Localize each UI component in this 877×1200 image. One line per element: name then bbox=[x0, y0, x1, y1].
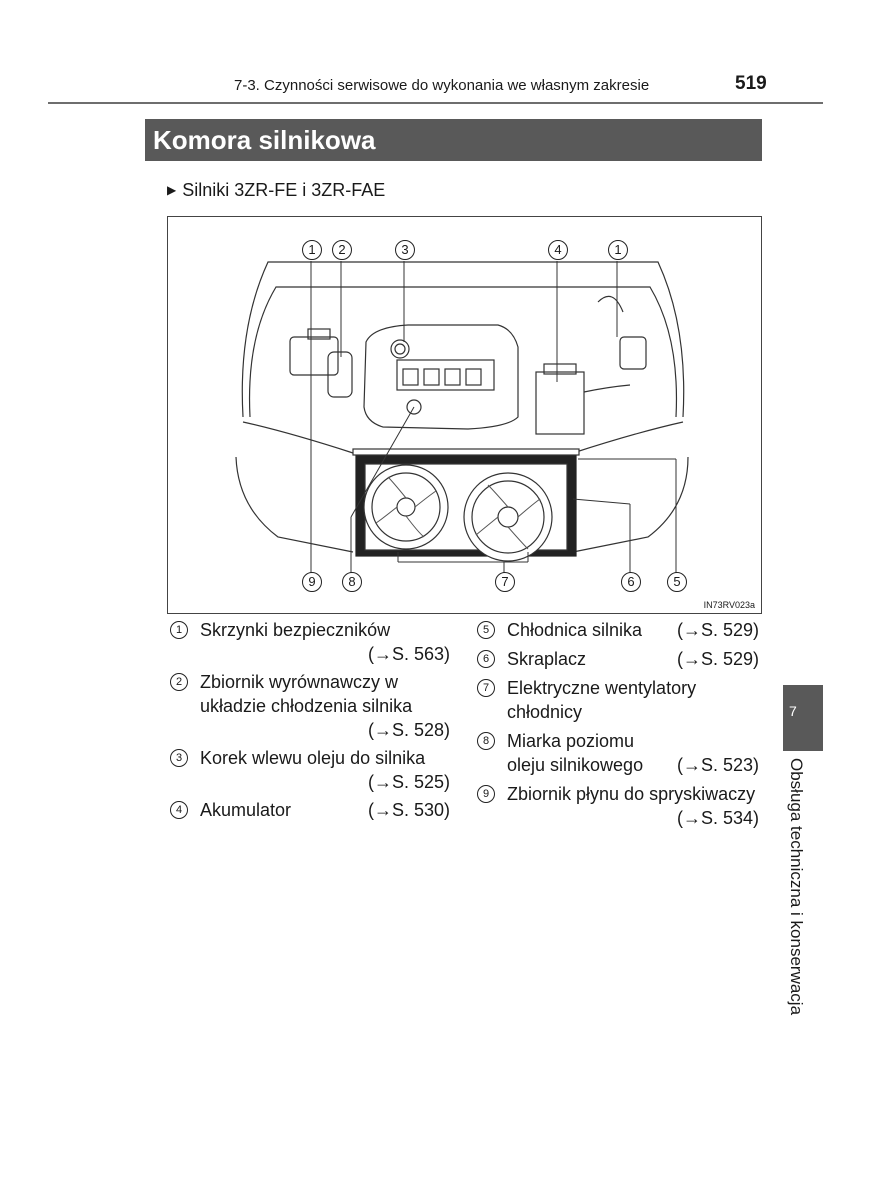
legend-item-8: 8 Miarka poziomu oleju silnikowego (→S. … bbox=[477, 729, 759, 777]
header-section: 7-3. Czynności serwisowe do wykonania we… bbox=[234, 77, 650, 94]
legend-ref: (→S. 528) bbox=[367, 720, 450, 740]
legend-label: Miarka poziomu oleju silnikowego bbox=[507, 731, 644, 775]
legend-left: 1 Skrzynki bezpieczników (→S. 563) 2 Zbi… bbox=[170, 618, 450, 822]
legend-num: 4 bbox=[170, 801, 188, 819]
legend-ref: (→S. 534) bbox=[676, 808, 759, 828]
legend-label: Chłodnica silnika bbox=[507, 620, 643, 640]
engine-bay-illustration bbox=[235, 261, 689, 573]
legend-item-9: 9 Zbiornik płynu do spryskiwaczy (→S. 53… bbox=[477, 782, 759, 830]
callout-8: 8 bbox=[342, 572, 362, 592]
triangle-bullet-icon: ▶ bbox=[167, 183, 177, 197]
legend-label: Zbiornik wyrównawczy w układzie chłodzen… bbox=[200, 672, 413, 716]
callout-5: 5 bbox=[667, 572, 687, 592]
subheading: ▶ Silniki 3ZR-FE i 3ZR-FAE bbox=[167, 180, 385, 201]
legend-right: 5 Chłodnica silnika (→S. 529) 6 Skraplac… bbox=[477, 618, 759, 830]
legend-item-7: 7 Elektryczne wentylatory chłodnicy bbox=[477, 676, 697, 724]
legend-num: 2 bbox=[170, 673, 188, 691]
legend-ref: (→S. 525) bbox=[367, 772, 450, 792]
callout-9: 9 bbox=[302, 572, 322, 592]
legend-item-3: 3 Korek wlewu oleju do silnika (→S. 525) bbox=[170, 746, 450, 794]
legend-num: 8 bbox=[477, 732, 495, 750]
legend-item-6: 6 Skraplacz (→S. 529) bbox=[477, 647, 759, 671]
legend-item-4: 4 Akumulator (→S. 530) bbox=[170, 798, 450, 822]
legend-num: 9 bbox=[477, 785, 495, 803]
legend-item-2: 2 Zbiornik wyrównawczy w układzie chłodz… bbox=[170, 670, 450, 742]
legend-num: 6 bbox=[477, 650, 495, 668]
legend-label: Akumulator bbox=[200, 800, 292, 820]
title-bar: Komora silnikowa bbox=[145, 119, 762, 161]
legend-ref: (→S. 530) bbox=[367, 800, 450, 820]
callout-4: 4 bbox=[548, 240, 568, 260]
chapter-number: 7 bbox=[789, 703, 797, 719]
legend-num: 3 bbox=[170, 749, 188, 767]
legend-num: 7 bbox=[477, 679, 495, 697]
legend-ref: (→S. 523) bbox=[676, 755, 759, 775]
chapter-title-vertical: Obsługa techniczna i konserwacja bbox=[787, 758, 806, 1016]
callout-1-right: 1 bbox=[608, 240, 628, 260]
header-rule bbox=[48, 102, 823, 104]
callout-2: 2 bbox=[332, 240, 352, 260]
legend-item-1: 1 Skrzynki bezpieczników (→S. 563) bbox=[170, 618, 450, 666]
legend-num: 1 bbox=[170, 621, 188, 639]
legend-label: Skraplacz bbox=[507, 649, 587, 669]
legend-label: Skrzynki bezpieczników bbox=[200, 620, 391, 640]
legend-ref: (→S. 529) bbox=[676, 649, 759, 669]
legend-ref: (→S. 529) bbox=[676, 620, 759, 640]
callout-7: 7 bbox=[495, 572, 515, 592]
legend-label: Korek wlewu oleju do silnika bbox=[200, 748, 426, 768]
legend-label: Zbiornik płynu do spryskiwaczy bbox=[507, 784, 756, 804]
page-number: 519 bbox=[735, 73, 767, 94]
legend-label: Elektryczne wentylatory chłodnicy bbox=[507, 678, 697, 722]
callout-1-left: 1 bbox=[302, 240, 322, 260]
engine-bay-figure: 1 2 3 4 1 9 8 7 6 5 IN73RV023a bbox=[167, 216, 762, 614]
legend-item-5: 5 Chłodnica silnika (→S. 529) bbox=[477, 618, 759, 642]
figure-code: IN73RV023a bbox=[703, 600, 755, 610]
legend-num: 5 bbox=[477, 621, 495, 639]
chapter-tab: 7 bbox=[783, 685, 823, 751]
subheading-text: Silniki 3ZR-FE i 3ZR-FAE bbox=[182, 180, 386, 200]
callout-3: 3 bbox=[395, 240, 415, 260]
page-title: Komora silnikowa bbox=[153, 125, 376, 155]
legend-ref: (→S. 563) bbox=[367, 644, 450, 664]
callout-6: 6 bbox=[621, 572, 641, 592]
